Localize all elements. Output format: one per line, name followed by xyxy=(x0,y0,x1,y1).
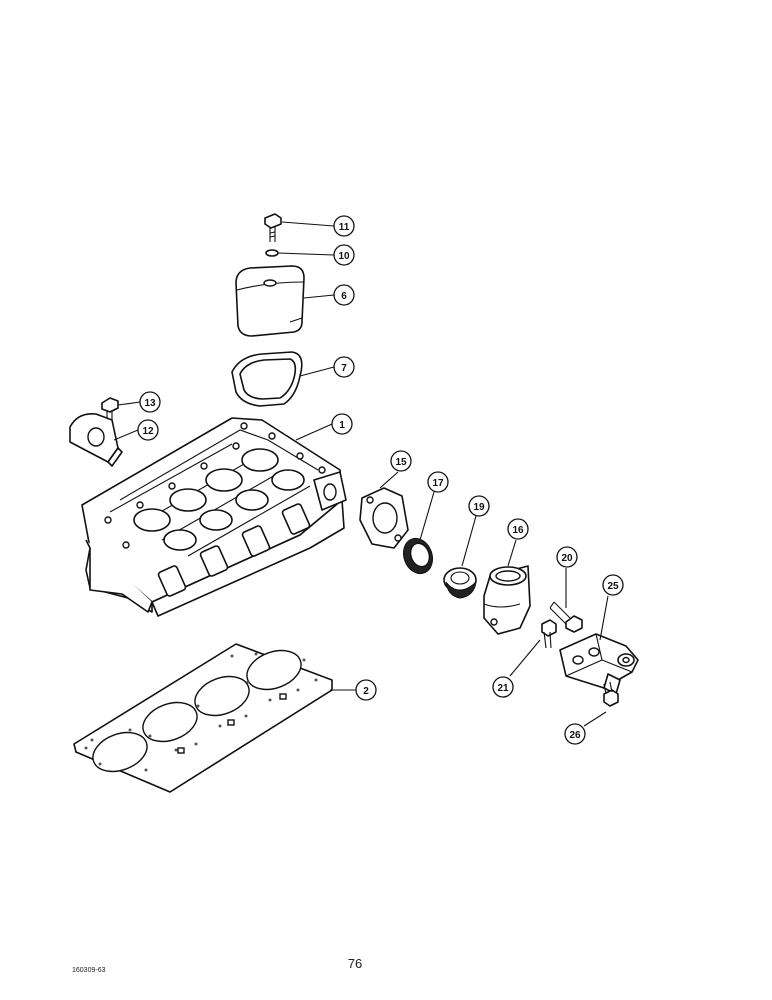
callout-16: 16 xyxy=(507,518,529,540)
callout-7: 7 xyxy=(333,356,355,378)
callout-2: 2 xyxy=(355,679,377,701)
svg-text:19: 19 xyxy=(473,502,485,513)
gasket-part-7 xyxy=(231,351,303,407)
svg-text:20: 20 xyxy=(561,553,573,564)
head-gasket-part-2 xyxy=(73,643,333,793)
washer-part-10 xyxy=(265,249,279,257)
callout-11: 11 xyxy=(333,215,355,237)
bolt-part-26 xyxy=(603,681,619,707)
cover-part-6 xyxy=(235,265,305,337)
leader-lines xyxy=(113,221,609,727)
svg-text:17: 17 xyxy=(432,478,444,489)
callout-19: 19 xyxy=(468,495,490,517)
svg-text:6: 6 xyxy=(341,291,347,302)
thermostat-housing-part-16 xyxy=(483,565,531,635)
callout-21: 21 xyxy=(492,676,514,698)
gasket-part-15 xyxy=(359,487,409,549)
bolt-part-11 xyxy=(264,213,282,242)
callout-26: 26 xyxy=(564,723,586,745)
page-number: 76 xyxy=(348,956,362,971)
svg-text:10: 10 xyxy=(338,251,350,262)
callout-12: 12 xyxy=(137,419,159,441)
svg-text:1: 1 xyxy=(339,420,345,431)
svg-text:11: 11 xyxy=(339,222,350,233)
cylinder-head-part-1 xyxy=(81,417,347,617)
svg-text:15: 15 xyxy=(395,457,407,468)
svg-text:2: 2 xyxy=(363,686,369,697)
svg-text:26: 26 xyxy=(569,730,581,741)
callout-6: 6 xyxy=(333,284,355,306)
callout-20: 20 xyxy=(556,546,578,568)
callout-25: 25 xyxy=(602,574,624,596)
callout-1: 1 xyxy=(331,413,353,435)
callout-10: 10 xyxy=(333,244,355,266)
seal-part-17 xyxy=(402,537,434,575)
lifting-bracket-part-12 xyxy=(69,412,123,467)
svg-text:12: 12 xyxy=(142,426,154,437)
callout-15: 15 xyxy=(390,450,412,472)
callout-13: 13 xyxy=(139,391,161,413)
svg-text:25: 25 xyxy=(607,581,619,592)
figure-code: 160309-63 xyxy=(72,967,106,974)
svg-text:16: 16 xyxy=(512,525,524,536)
bolt-part-21 xyxy=(541,619,557,649)
bracket-part-25 xyxy=(559,633,639,695)
thermostat-part-19 xyxy=(443,567,477,599)
svg-text:21: 21 xyxy=(497,683,509,694)
bolt-part-20 xyxy=(549,601,583,633)
svg-text:13: 13 xyxy=(144,398,156,409)
svg-text:7: 7 xyxy=(341,363,347,374)
callout-17: 17 xyxy=(427,471,449,493)
